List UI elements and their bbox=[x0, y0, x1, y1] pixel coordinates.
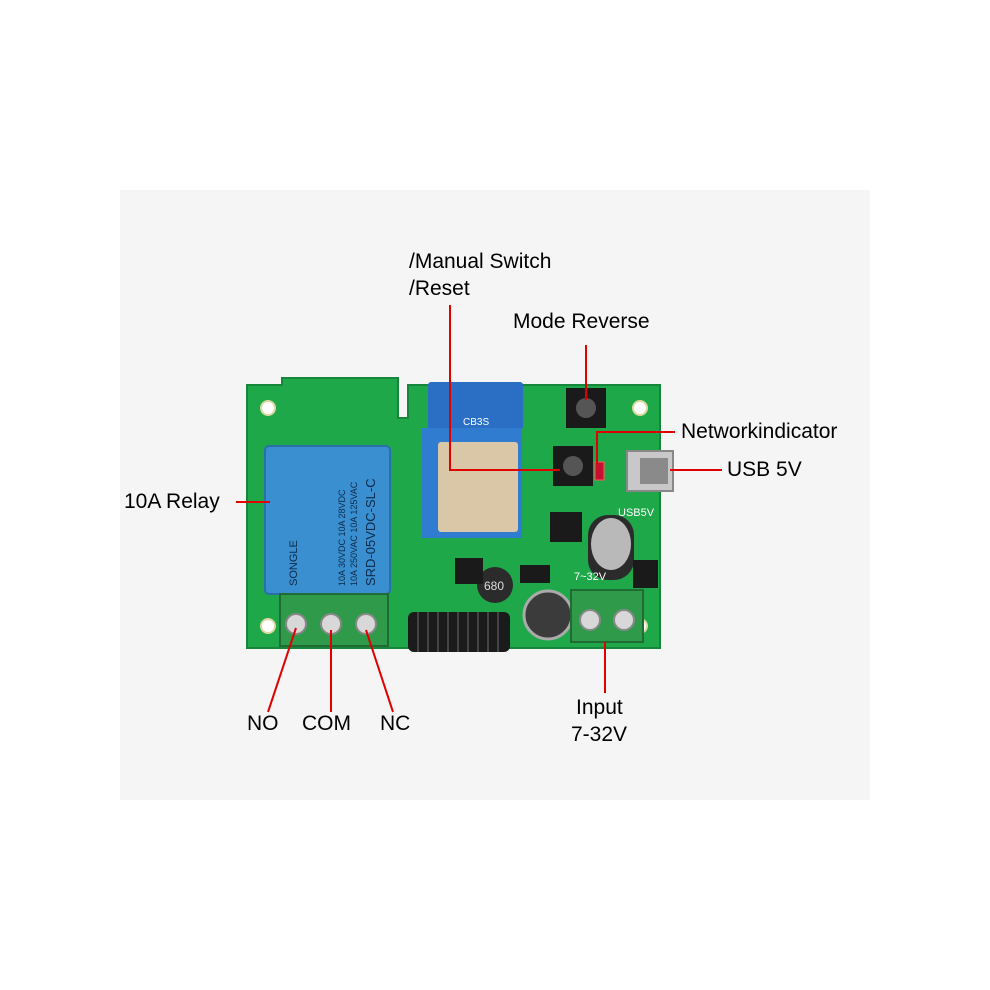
leader-network bbox=[596, 431, 675, 465]
mode-button-cap bbox=[576, 398, 596, 418]
terminal-screw bbox=[579, 609, 601, 631]
label-reset: /Reset bbox=[409, 277, 470, 300]
label-usb: USB 5V bbox=[727, 458, 802, 481]
transistor bbox=[633, 560, 658, 588]
terminal-screw bbox=[285, 613, 307, 635]
voltage-silk: 7~32V bbox=[574, 571, 607, 583]
relay-brand: SONGLE bbox=[288, 540, 300, 586]
label-com: COM bbox=[302, 712, 351, 735]
label-mode-reverse: Mode Reverse bbox=[513, 310, 650, 333]
label-network-indicator: Networkindicator bbox=[681, 420, 838, 443]
module-label: CB3S bbox=[463, 417, 489, 428]
terminal-screw bbox=[355, 613, 377, 635]
label-manual-switch: /Manual Switch bbox=[409, 250, 552, 273]
leader-nc bbox=[365, 629, 394, 713]
label-no: NO bbox=[247, 712, 279, 735]
capacitor-small bbox=[522, 589, 574, 641]
inductor-label: 680 bbox=[484, 579, 504, 593]
label-input-voltage: 7-32V bbox=[571, 723, 628, 746]
mount-hole bbox=[632, 400, 648, 416]
label-input: Input bbox=[576, 696, 623, 719]
reset-button-cap bbox=[563, 456, 583, 476]
inductor bbox=[477, 567, 513, 603]
relay-rating-2: 10A 30VDC 10A 28VDC bbox=[337, 489, 347, 586]
diode bbox=[520, 565, 550, 583]
regulator bbox=[455, 558, 483, 584]
leader-no bbox=[267, 627, 297, 713]
label-nc: NC bbox=[380, 712, 411, 735]
mount-hole bbox=[260, 618, 276, 634]
usb-silk: USB5V bbox=[618, 507, 655, 519]
wifi-module-antenna bbox=[428, 382, 523, 430]
terminal-screw bbox=[613, 609, 635, 631]
network-led bbox=[594, 461, 605, 481]
usb-port-opening bbox=[640, 458, 668, 484]
label-relay: 10A Relay bbox=[124, 490, 220, 513]
ic-chip bbox=[550, 512, 582, 542]
relay-model: SRD-05VDC-SL-C bbox=[363, 478, 378, 586]
wifi-module-shield bbox=[438, 442, 518, 532]
leader-manual-switch bbox=[449, 305, 560, 471]
mount-hole bbox=[260, 400, 276, 416]
capacitor-large-top bbox=[591, 518, 631, 570]
relay-rating-1: 10A 250VAC 10A 125VAC bbox=[349, 481, 359, 586]
